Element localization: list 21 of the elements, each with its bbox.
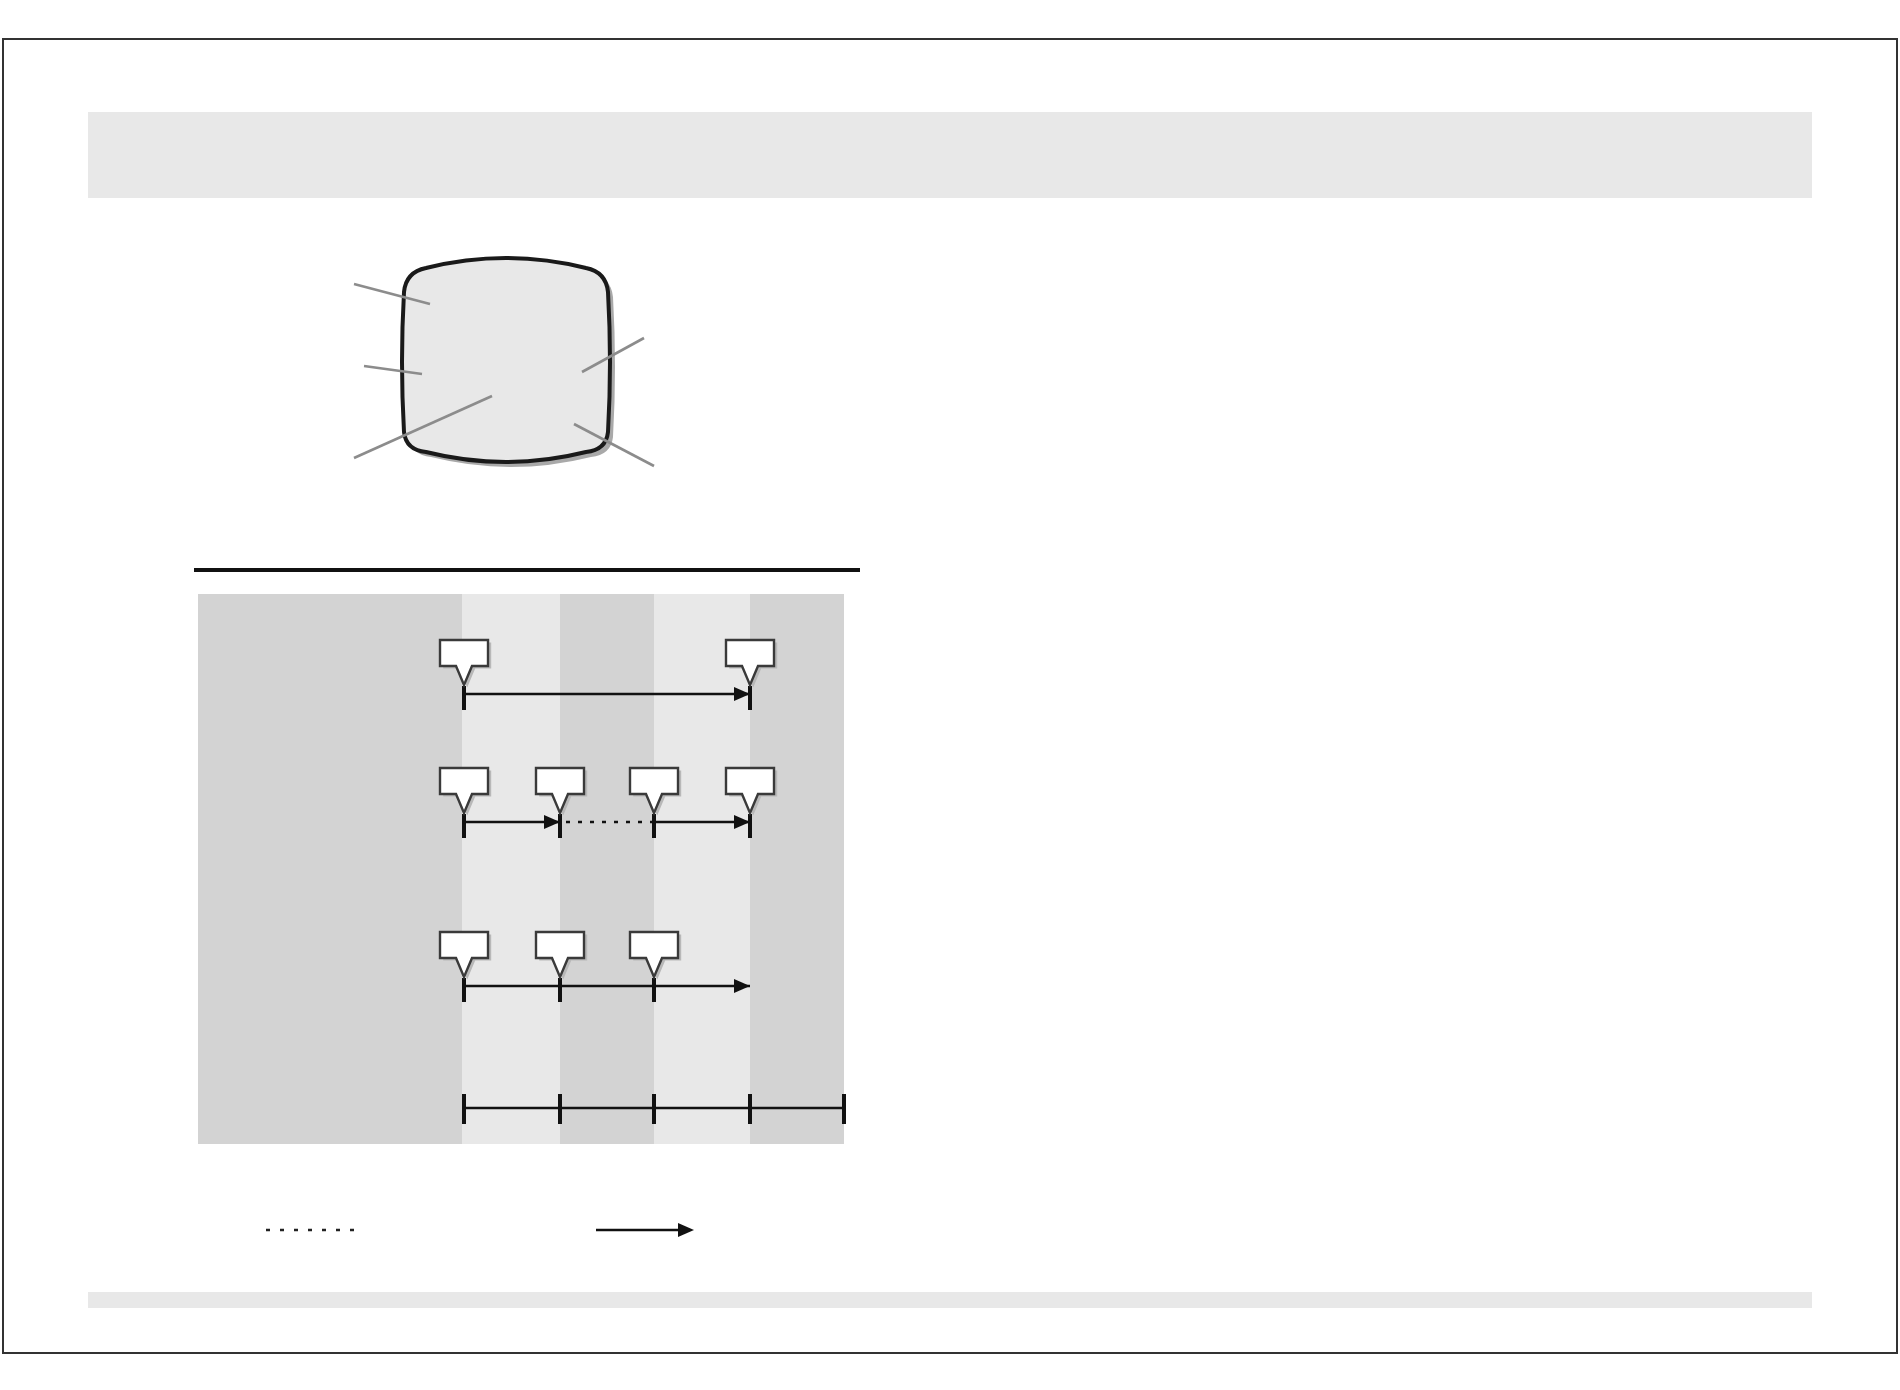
callout-marker xyxy=(724,638,780,688)
leader-line xyxy=(581,336,645,374)
callout-marker xyxy=(628,930,684,980)
callout-marker xyxy=(534,766,590,816)
callout-marker xyxy=(724,766,780,816)
leader-line xyxy=(363,364,423,376)
callout-marker xyxy=(628,766,684,816)
leader-line xyxy=(573,422,655,468)
callout-marker xyxy=(534,930,590,980)
arrow xyxy=(462,687,750,701)
dotted-line xyxy=(558,816,654,824)
callout-marker xyxy=(438,930,494,980)
arrow xyxy=(652,979,750,993)
connector-line xyxy=(462,980,560,988)
rounded-box xyxy=(396,252,618,470)
leader-line xyxy=(353,394,493,460)
callout-marker xyxy=(438,638,494,688)
callout-marker xyxy=(438,766,494,816)
connector-line xyxy=(558,980,654,988)
arrow xyxy=(652,815,750,829)
arrow xyxy=(462,815,560,829)
